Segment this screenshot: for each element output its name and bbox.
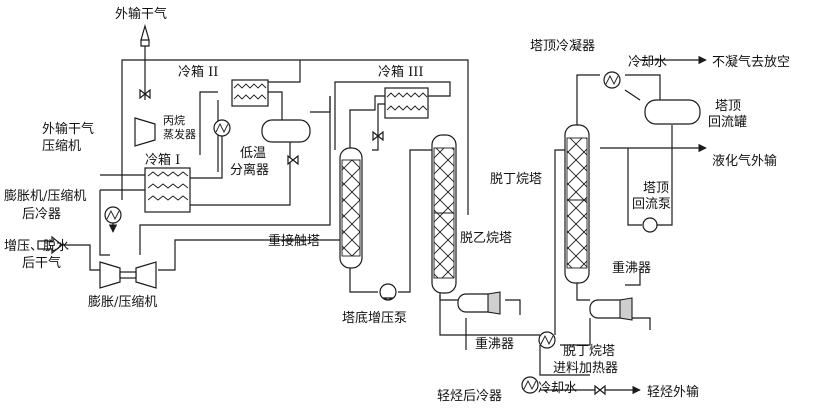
label-export-gas-compressor-2: 压缩机 [42,138,81,154]
overhead-condenser-symbol [605,74,619,86]
inlet-gas-arrow [37,235,63,255]
label-reflux-pump-1: 塔顶 [643,181,669,196]
label-bottom-booster-pump: 塔底增压泵 [342,310,407,326]
line-reboiler2-return [560,318,591,346]
expander-shaft [119,271,137,279]
label-feed-heater-1: 脱丁烷塔 [563,344,615,359]
label-cold-box-1: 冷箱 I [145,152,180,168]
label-cooling-water-top: 冷却水 [628,55,667,70]
label-expander-compressor: 膨胀/压缩机 [88,294,157,310]
line-propane-evap [190,120,223,179]
line-top-loop [121,59,469,215]
line-reboiler2-out [625,317,651,330]
label-cold-box-2: 冷箱 II [178,64,218,80]
line-feed-lower [539,345,590,376]
label-cooling-water-bottom: 冷却水 [538,381,577,396]
label-overhead-condenser: 塔顶冷凝器 [530,38,595,54]
line-cb2-top [268,60,301,83]
label-light-hc-export: 轻烃外输 [647,384,699,400]
debutanizer-packing [566,137,588,269]
label-lt-separator-1: 低温 [240,146,266,161]
label-boosted-gas-2: 后干气 [22,255,61,271]
label-export-gas-compressor-1: 外输干气 [42,121,94,137]
debutanizer-feed-heater-symbol [540,334,554,346]
line-reboiler2-in [625,270,641,286]
reboiler-2-head [619,297,633,321]
propane-evaporator-symbol [215,122,229,134]
line-drum-to-pump [655,125,673,226]
compressor [135,261,157,289]
label-debutanizer: 脱丁烷塔 [490,172,542,187]
line-pump-to-de [398,149,432,293]
expander-aftercooler-symbol [106,209,120,221]
label-reboiler-1: 重沸器 [475,336,514,352]
heavy-contact-tower-packing [341,159,361,257]
cb3-valve [372,130,384,142]
line-reboiler1-out [505,299,521,315]
light-hc-valve [594,384,606,396]
label-export-dry-gas: 外输干气 [115,6,167,22]
cold-box-1-coils [147,171,189,201]
line-hct-bottom [349,268,378,293]
reflux-pump [642,217,658,233]
label-reboiler-2: 重沸器 [612,260,651,276]
label-lt-separator-2: 分离器 [230,162,269,178]
line-feed-to-db [554,149,568,335]
label-feed-heater-2: 进料加热器 [553,361,618,376]
reflux-drum [644,99,701,125]
reboiler-1-head [487,291,501,315]
line-cond-to-drum [625,74,661,100]
export-gas-compressor [134,117,156,147]
label-expander-aftercooler-2: 后冷器 [22,207,61,222]
light-hc-aftercooler-symbol [523,379,537,391]
line-de-to-feedheater [439,295,540,336]
cold-box-2-coils [233,83,267,100]
line-db-bottom [576,280,590,301]
label-propane-evap-1: 丙烷 [163,113,185,127]
label-deethanizer: 脱乙烷塔 [460,231,512,246]
label-light-hc-aftercooler: 轻烃后冷器 [437,389,502,404]
line-cb2-right [268,91,283,120]
label-noncondensable-vent: 不凝气去放空 [712,54,790,70]
cold-box-3-coils [386,92,428,111]
label-heavy-contact-tower: 重接触塔 [268,233,320,249]
lt-separator-valve [287,154,299,166]
line-coldbox3-loop [334,81,451,150]
label-propane-evap-2: 蒸发器 [163,127,196,141]
cold-box-3 [384,87,429,119]
expander [99,261,121,289]
label-reflux-drum-1: 塔顶 [715,99,741,114]
line-db-top [576,74,600,125]
export-gas-outlet-arrow [140,23,150,47]
label-lpg-export: 液化气外输 [712,153,777,169]
line-cb2-left [199,91,218,155]
label-expander-aftercooler-1: 膨胀机/压缩机 [4,188,86,204]
line-lts-side [139,96,331,255]
cold-box-2 [231,79,269,107]
line-cb3-down [372,103,385,151]
line-aftercooler [99,190,110,256]
cold-box-1 [144,167,191,213]
line-inlet-gas [58,244,100,271]
line-lts-top [310,96,331,113]
line-hct-top [349,95,385,148]
export-gas-valve [139,88,151,100]
label-reflux-drum-2: 回流罐 [708,115,747,130]
lt-separator [261,119,311,143]
line-cooling-water-top [624,89,641,101]
label-boosted-gas-1: 增压、脱水 [4,239,69,254]
label-cold-box-3: 冷箱 III [378,64,424,80]
label-reflux-pump-2: 回流泵 [632,197,671,212]
line-expander-outlet [158,239,340,271]
line-reflux [627,148,642,226]
bottom-booster-pump-base [382,297,394,301]
